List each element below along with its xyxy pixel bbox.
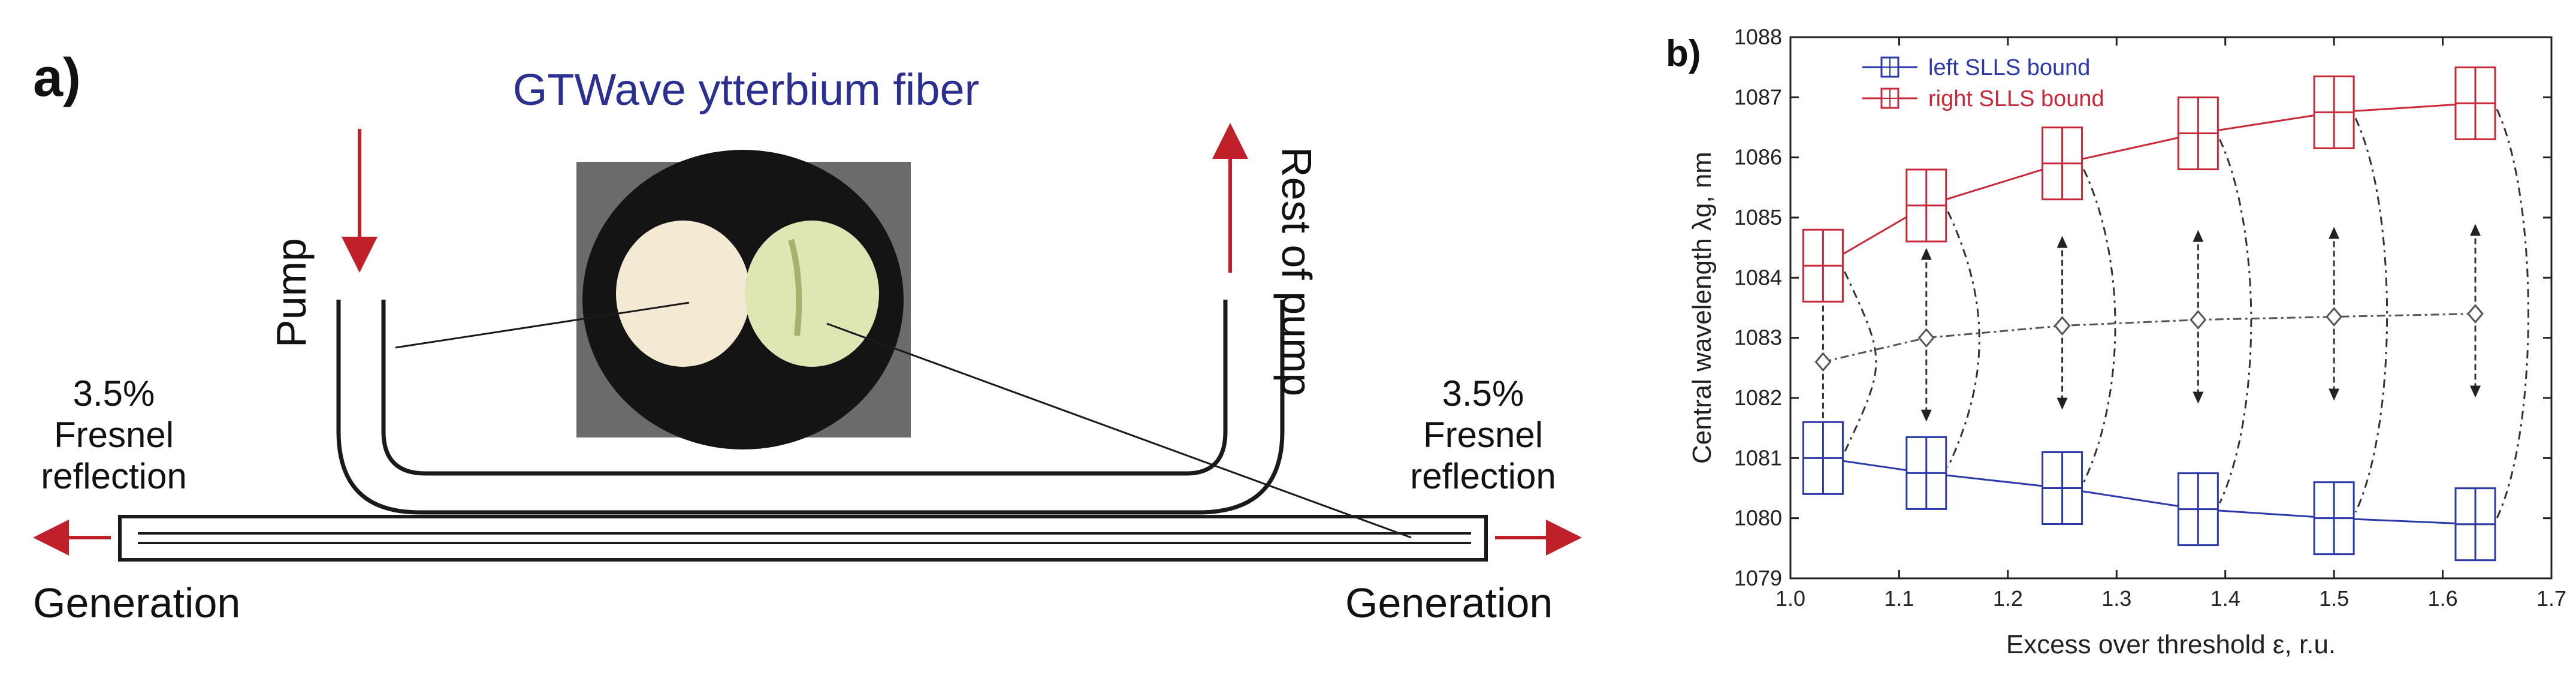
panel-a-label: a) (33, 48, 81, 108)
transition-arrow (2496, 108, 2529, 519)
y-tick-label: 1081 (1734, 445, 1782, 470)
legend-label: left SLLS bound (1928, 55, 2090, 80)
fiber-cross-section-photo (576, 150, 911, 449)
down-arrowhead (2470, 385, 2481, 398)
y-axis-label: Central wavelength λg, nm (1687, 152, 1717, 464)
right-generation-label: Generation (1345, 580, 1553, 626)
fiber-title: GTWave ytterbium fiber (513, 65, 980, 114)
fiber-diagram-panel: a) GTWave ytterbium fiber Pump Rest of p… (32, 48, 1582, 626)
data-point (2053, 316, 2071, 336)
x-axis-label: Excess over threshold ε, r.u. (2006, 630, 2336, 659)
data-point (2467, 304, 2484, 324)
pump-fiber-inner (381, 300, 1228, 476)
transition-arrow (2218, 138, 2252, 504)
data-point (1814, 352, 1832, 372)
pump-label: Pump (268, 238, 315, 348)
down-arrowhead (2193, 391, 2204, 404)
down-arrowhead (2329, 388, 2340, 401)
x-tick-label: 1.4 (2210, 586, 2240, 611)
right-reflection-line1: 3.5% (1442, 373, 1524, 414)
transition-arrow (2354, 117, 2388, 513)
y-tick-label: 1085 (1734, 205, 1782, 230)
right-reflection-line3: reflection (1410, 456, 1556, 496)
up-arrowhead (2193, 230, 2204, 242)
x-tick-label: 1.2 (1993, 586, 2023, 611)
pointer-line-left (395, 301, 690, 349)
y-tick-label: 1080 (1734, 506, 1782, 530)
x-tick-label: 1.3 (2101, 586, 2131, 611)
x-tick-label: 1.7 (2536, 586, 2566, 611)
left-reflection-line2: Fresnel (54, 415, 174, 455)
pointer-line-right (826, 322, 1412, 539)
wavelength-chart-panel: b) 1.0 1.1 1.2 1.3 1.4 1.5 1.6 1.7 1079 1080 1081 1… (1654, 0, 2576, 688)
plot-frame (1789, 36, 2553, 580)
transition-arrow (2083, 169, 2116, 483)
straight-fiber-outer (118, 515, 1488, 562)
y-tick-label: 1079 (1734, 566, 1782, 590)
right-reflection-line2: Fresnel (1423, 415, 1543, 455)
down-arrowhead (1920, 409, 1932, 422)
transition-arrow (1947, 211, 1980, 468)
left-reflection-line1: 3.5% (73, 373, 155, 414)
wavelength-chart: b) 1.0 1.1 1.2 1.3 1.4 1.5 1.6 1.7 1079 1080 1081 1… (1666, 25, 2566, 659)
pump-fiber-outer (336, 300, 1285, 515)
x-tick-label: 1.5 (2319, 586, 2349, 611)
up-arrowhead (2056, 236, 2068, 248)
y-tick-label: 1082 (1734, 385, 1782, 410)
left-generation-label: Generation (33, 580, 240, 626)
up-arrowhead (2470, 224, 2481, 236)
series-line-2 (1823, 313, 2476, 363)
legend-label: right SLLS bound (1928, 86, 2104, 111)
up-arrowhead (1920, 248, 1932, 260)
x-tick-label: 1.1 (1884, 586, 1914, 611)
rest-of-pump-label: Rest of pump (1273, 147, 1320, 396)
data-point (1917, 328, 1935, 348)
fiber-diagram: a) GTWave ytterbium fiber Pump Rest of p… (32, 48, 1582, 626)
transition-arrow (1844, 271, 1877, 452)
y-tick-label: 1087 (1734, 85, 1782, 109)
y-tick-label: 1083 (1734, 325, 1782, 350)
y-tick-label: 1084 (1734, 265, 1782, 289)
panel-b-label: b) (1666, 33, 1701, 74)
down-arrowhead (2056, 397, 2068, 410)
left-reflection-line3: reflection (41, 456, 186, 496)
x-tick-label: 1.6 (2428, 586, 2458, 611)
data-point (2326, 307, 2343, 327)
x-tick-label: 1.0 (1775, 586, 1805, 611)
data-point (2190, 310, 2207, 330)
y-tick-label: 1086 (1734, 145, 1782, 170)
up-arrowhead (2329, 227, 2340, 239)
y-tick-label: 1088 (1734, 25, 1782, 49)
